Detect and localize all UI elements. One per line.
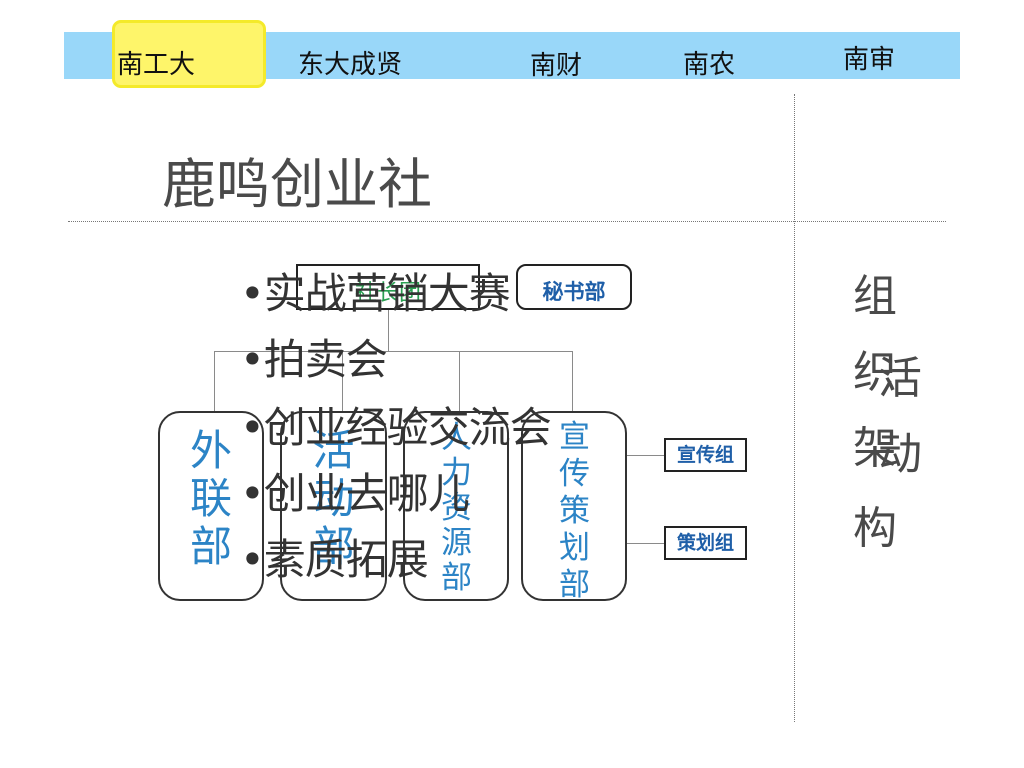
bullet-item-3: •创业经验交流会	[240, 403, 552, 452]
bullet-item-2: •拍卖会	[240, 335, 388, 384]
vertical-divider	[794, 94, 795, 722]
side-label-zu: 组	[853, 271, 897, 322]
bullet-item-5: •素质拓展	[240, 535, 429, 584]
dept-box-xuanchuan: 宣传策划部	[521, 411, 627, 603]
connector-waillian	[214, 351, 215, 411]
bullet-item-1: •实战营销大赛	[240, 269, 511, 318]
connector-horizontal	[214, 351, 572, 352]
active-tab-highlight	[112, 20, 266, 88]
subgroup-xuanchuanzu: 宣传组	[664, 438, 747, 472]
dept-label-huodong: 活动部	[312, 426, 355, 571]
connector-renli	[459, 351, 460, 411]
tab-nannong[interactable]: 南农	[683, 50, 736, 80]
dept-label-waillian: 外联部	[190, 426, 233, 571]
side-label-huo: 活	[878, 353, 922, 404]
connector-huodong	[342, 351, 343, 411]
bullet-item-4: •创业去哪儿	[240, 469, 470, 518]
dept-label-xuanchuan: 宣传策划部	[559, 419, 590, 603]
side-label-gou: 构	[853, 503, 897, 554]
subgroup-cehuazu: 策划组	[664, 526, 747, 560]
connector-xuanchuan	[572, 351, 573, 411]
tab-nanshen[interactable]: 南审	[843, 45, 896, 75]
org-top-box: 社长团	[296, 264, 480, 310]
dept-label-renli: 人力资源部	[441, 420, 472, 596]
dept-box-waillian: 外联部	[158, 411, 264, 601]
connector-xuanchuanzu	[626, 455, 664, 456]
tab-dongda-chengxian[interactable]: 东大成贤	[298, 50, 403, 80]
secretary-label: 秘书部	[542, 279, 606, 304]
side-label-jia: 架	[853, 423, 897, 474]
dept-box-renli: 人力资源部	[403, 411, 509, 601]
tab-nancai[interactable]: 南财	[530, 51, 583, 81]
side-label-zhi: 织	[853, 347, 897, 398]
side-label-dong: 动	[878, 429, 922, 480]
connector-top-stem	[388, 310, 389, 352]
org-top-box-label: 社长团	[354, 281, 421, 306]
horizontal-divider	[68, 221, 946, 222]
page-title: 鹿鸣创业社	[162, 153, 432, 216]
connector-cehuazu	[626, 543, 664, 544]
dept-box-huodong: 活动部	[280, 411, 387, 601]
tab-nangongda[interactable]: 南工大	[117, 50, 196, 80]
secretary-box: 秘书部	[516, 264, 632, 310]
